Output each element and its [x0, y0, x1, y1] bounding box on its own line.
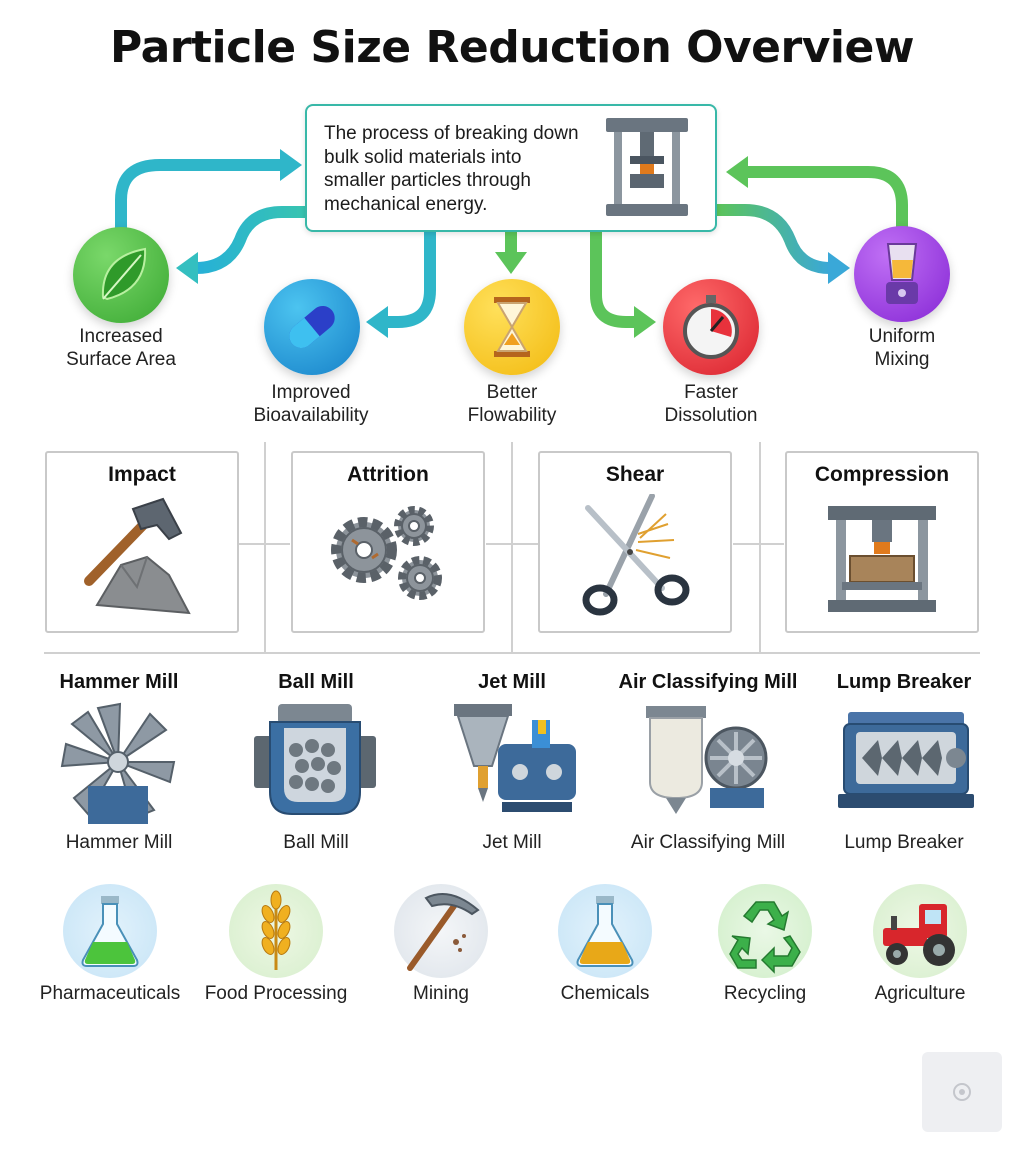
air-classifying-mill-icon: [646, 706, 768, 814]
beaker-icon: [576, 896, 634, 967]
arrow-to-flowability: [495, 232, 527, 274]
equipment-label-ball-mill: Ball Mill: [283, 832, 349, 853]
benefit-circle-bioavailability: [264, 279, 360, 375]
equipment-title-lump-breaker: Lump Breaker: [836, 671, 972, 693]
benefit-label-flowability: Better Flowability: [467, 382, 557, 426]
industry-circle-mining: [394, 884, 488, 978]
industry-circle-recycling: [718, 884, 812, 978]
arrow-to-dissolution: [590, 232, 656, 338]
benefit-circle-dissolution: [663, 279, 759, 375]
industry-circle-agriculture: [873, 884, 967, 978]
ball-mill-icon: [254, 704, 376, 815]
arrow-to-uniform-mixing: [717, 204, 850, 284]
definition-line: The process of breaking down: [324, 123, 579, 144]
watermark-badge: [922, 1052, 1002, 1132]
press-machine-icon: [606, 118, 688, 216]
equipment-label-lump-breaker: Lump Breaker: [844, 832, 964, 853]
hourglass-icon: [494, 297, 530, 357]
lump-breaker-icon: [838, 712, 974, 808]
arrow-to-definition-left: [115, 149, 302, 228]
benefit-label-bioavailability: Improved Bioavailability: [253, 382, 369, 426]
industry-label-agriculture: Agriculture: [874, 983, 966, 1004]
arrow-to-surface-area: [176, 206, 305, 284]
mechanism-connectors: [44, 442, 980, 654]
definition-line: bulk solid materials into: [324, 146, 522, 168]
leaf-icon: [101, 247, 147, 301]
blender-icon: [886, 243, 918, 304]
benefit-circle-flowability: [464, 279, 560, 375]
equipment-label-jet-mill: Jet Mill: [482, 832, 542, 853]
industry-label-mining: Mining: [413, 983, 469, 1004]
industry-label-food-processing: Food Processing: [204, 983, 348, 1004]
gears-icon: [331, 506, 442, 600]
benefit-circle-uniform-mixing: [854, 226, 950, 322]
benefit-label-surface-area: Increased Surface Area: [66, 326, 176, 370]
industry-label-recycling: Recycling: [723, 983, 807, 1004]
press-icon: [828, 506, 936, 612]
industry-circle-chemicals: [558, 884, 652, 978]
stopwatch-icon: [683, 295, 739, 359]
mechanism-title-impact: Impact: [108, 463, 176, 486]
equipment-title-jet-mill: Jet Mill: [478, 671, 546, 693]
capsule-icon: [289, 306, 335, 348]
definition-line: smaller particles through: [324, 170, 531, 191]
page-title: Particle Size Reduction Overview: [110, 22, 914, 73]
benefit-circle-surface-area: [73, 227, 169, 323]
industry-label-pharmaceuticals: Pharmaceuticals: [39, 983, 181, 1004]
industry-label-chemicals: Chemicals: [560, 983, 650, 1004]
equipment-title-air-classifying-mill: Air Classifying Mill: [618, 671, 798, 693]
arrow-to-definition-right: [726, 156, 908, 228]
pickaxe-icon: [407, 893, 480, 971]
watermark-icon: [953, 1083, 971, 1101]
hammer-mill-icon: [60, 702, 176, 824]
industry-circle-pharmaceuticals: [63, 884, 157, 978]
mechanism-box-shear: [538, 451, 732, 633]
benefit-label-uniform-mixing: Uniform Mixing: [868, 326, 936, 370]
industry-circle-food-processing: [229, 884, 323, 978]
scissors-icon: [582, 494, 690, 616]
arrow-to-bioavailability: [366, 232, 436, 338]
mechanism-title-shear: Shear: [605, 463, 665, 486]
tractor-icon: [883, 904, 955, 966]
definition-line: mechanical energy.: [324, 193, 488, 215]
benefit-label-dissolution: Faster Dissolution: [664, 382, 758, 426]
mechanism-title-compression: Compression: [814, 463, 950, 486]
recycle-icon: [729, 901, 801, 974]
jet-mill-icon: [454, 704, 576, 812]
hammer-icon: [84, 497, 191, 615]
mechanism-title-attrition: Attrition: [347, 463, 429, 486]
flask-icon: [81, 896, 139, 967]
equipment-label-air-classifying-mill: Air Classifying Mill: [630, 832, 786, 853]
equipment-title-hammer-mill: Hammer Mill: [59, 671, 179, 693]
equipment-title-ball-mill: Ball Mill: [278, 671, 354, 693]
flow-arrows: [115, 149, 908, 338]
wheat-icon: [261, 890, 291, 970]
definition-text: The process of breaking down bulk solid …: [324, 122, 614, 216]
equipment-label-hammer-mill: Hammer Mill: [65, 832, 173, 853]
